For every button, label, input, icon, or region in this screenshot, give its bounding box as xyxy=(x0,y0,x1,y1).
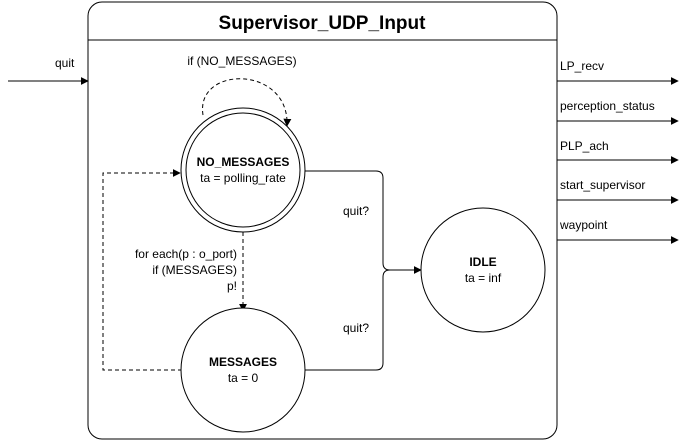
input-port-quit: quit xyxy=(55,56,75,70)
model-title: Supervisor_UDP_Input xyxy=(219,13,427,34)
transition-to-messages-label-line2: if (MESSAGES) xyxy=(152,263,237,277)
transition-quit-from-no-messages-label: quit? xyxy=(343,204,369,218)
output-port-plp-ach: PLP_ach xyxy=(560,139,609,153)
output-port-perception-status: perception_status xyxy=(560,99,655,113)
state-no-messages-ta: ta = polling_rate xyxy=(200,171,286,185)
state-idle-ta: ta = inf xyxy=(465,271,502,285)
transition-quit-from-messages-label: quit? xyxy=(343,321,369,335)
state-messages: MESSAGES ta = 0 xyxy=(180,307,306,433)
state-no-messages: NO_MESSAGES ta = polling_rate xyxy=(180,107,306,233)
transition-to-messages-label-line3: p! xyxy=(227,279,237,293)
state-messages-ta: ta = 0 xyxy=(228,371,259,385)
state-no-messages-name: NO_MESSAGES xyxy=(197,155,290,169)
output-port-start-supervisor: start_supervisor xyxy=(560,178,645,192)
state-idle: IDLE ta = inf xyxy=(420,207,546,333)
transition-to-messages-label-line1: for each(p : o_port) xyxy=(135,247,237,261)
state-messages-name: MESSAGES xyxy=(209,355,277,369)
output-port-lp-recv: LP_recv xyxy=(560,59,604,73)
transition-quit-from-messages xyxy=(305,269,421,371)
transition-back-to-no-messages xyxy=(102,169,182,371)
transition-quit-from-no-messages xyxy=(305,170,422,274)
output-port-waypoint: waypoint xyxy=(559,218,608,232)
transition-self-loop xyxy=(202,78,292,127)
transition-self-loop-label: if (NO_MESSAGES) xyxy=(187,54,296,68)
state-idle-name: IDLE xyxy=(469,255,496,269)
